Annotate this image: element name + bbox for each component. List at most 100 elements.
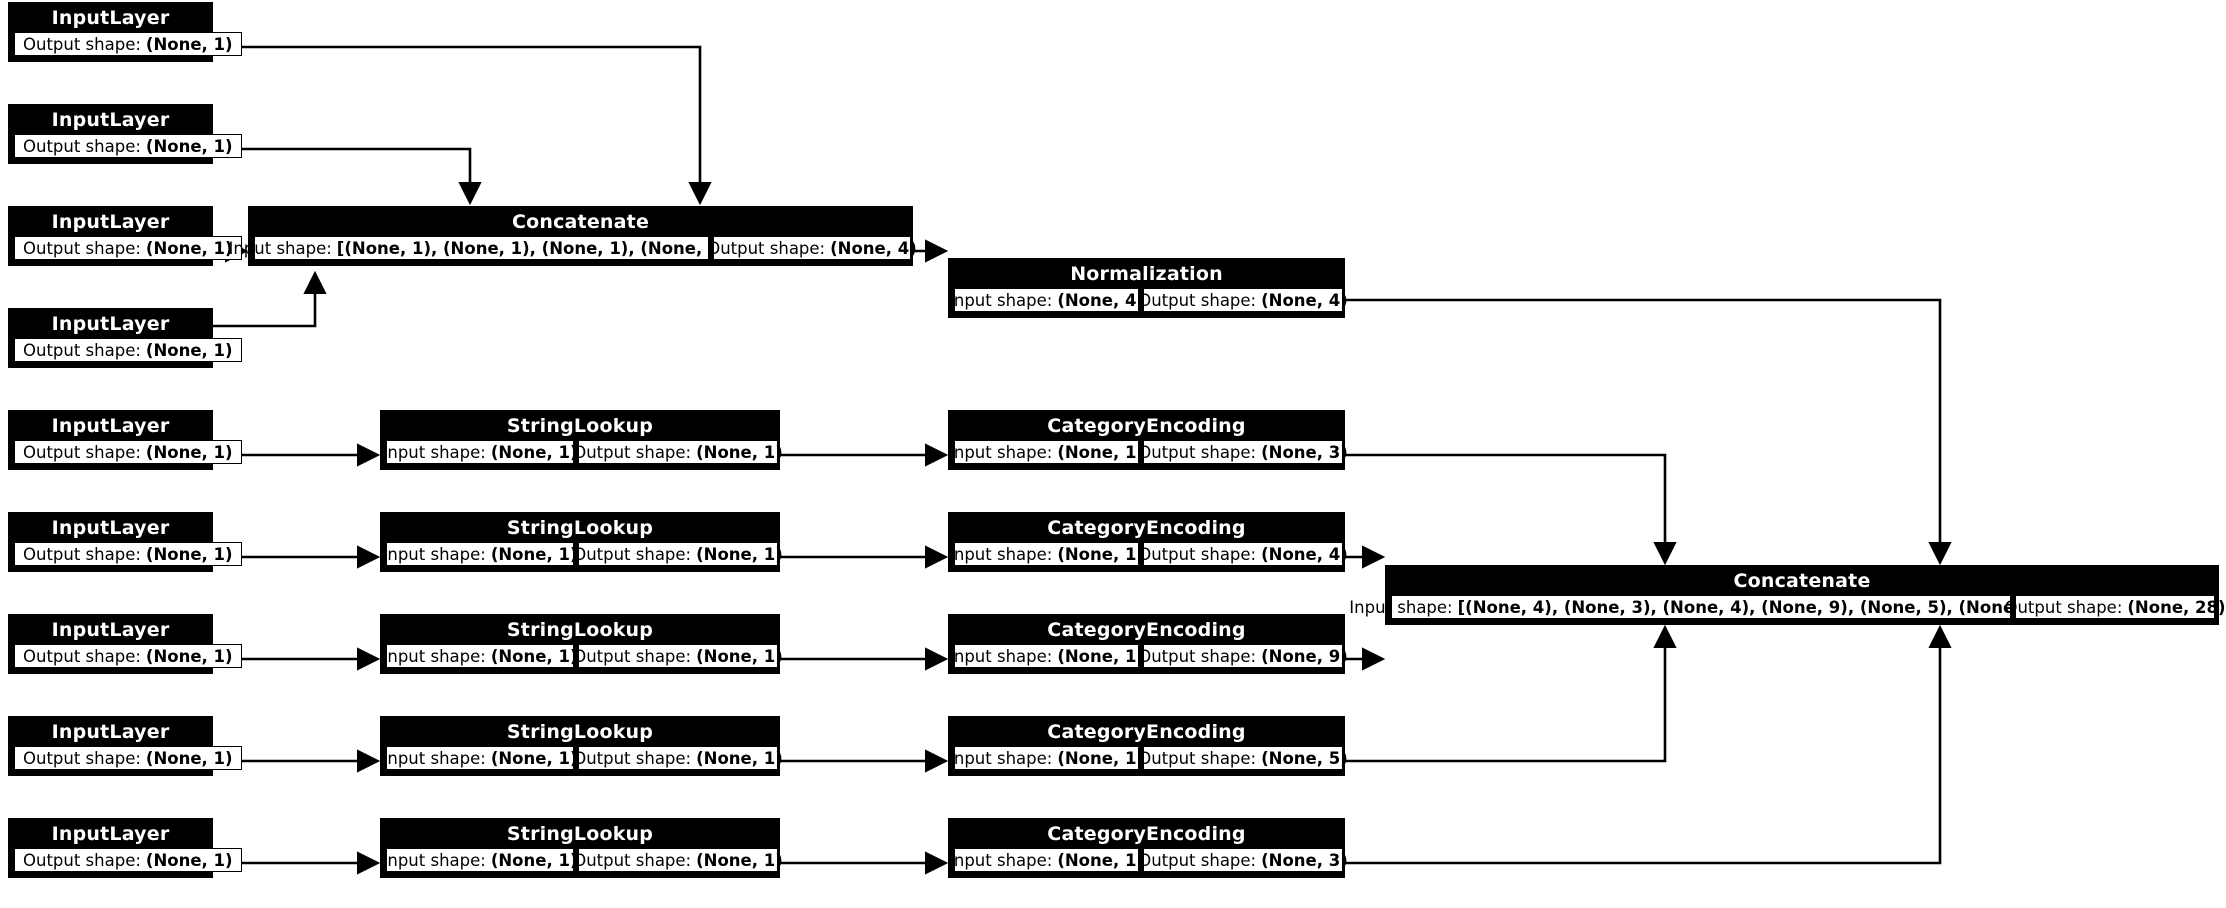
output-shape-encode_5: Output shape:(None, 3) <box>1138 848 1348 872</box>
node-shapes-concat_all: Input shape:[(None, 4), (None, 3), (None… <box>1349 595 2226 623</box>
output-shape-input_9: Output shape:(None, 1) <box>14 848 242 872</box>
input-shape-encode_4: Input shape:(None, 1) <box>949 746 1144 770</box>
output-shape-label: Output shape: <box>23 34 141 54</box>
node-shapes-input_6: Output shape:(None, 1) <box>10 542 242 570</box>
output-shape-value: (None, 1) <box>145 442 233 462</box>
output-shape-value: (None, 5) <box>1261 748 1348 768</box>
edge-encode_4-to-concat_all <box>1345 624 1677 763</box>
edge-input_2-to-concat_num <box>213 147 482 206</box>
output-shape-value: (None, 1) <box>145 748 233 768</box>
node-title-encode_2: CategoryEncoding <box>950 514 1343 542</box>
output-shape-value: (None, 1) <box>145 238 233 258</box>
node-shapes-input_4: Output shape:(None, 1) <box>10 338 242 366</box>
output-shape-normalization: Output shape:(None, 4) <box>1138 288 1348 312</box>
input-shape-lookup_1: Input shape:(None, 1) <box>383 440 578 464</box>
input-shape-value: (None, 1) <box>1057 748 1144 768</box>
output-shape-input_7: Output shape:(None, 1) <box>14 644 242 668</box>
output-shape-label: Output shape: <box>2004 597 2123 617</box>
output-shape-value: (None, 1) <box>696 748 783 768</box>
edge-encode_1-to-concat_all <box>1345 453 1677 566</box>
output-shape-encode_2: Output shape:(None, 4) <box>1138 542 1348 566</box>
node-shapes-lookup_5: Input shape:(None, 1)Output shape:(None,… <box>382 848 783 876</box>
node-shapes-input_7: Output shape:(None, 1) <box>10 644 242 672</box>
node-title-concat_all: Concatenate <box>1387 567 2217 595</box>
output-shape-label: Output shape: <box>1138 442 1257 462</box>
node-title-encode_3: CategoryEncoding <box>950 616 1343 644</box>
input-shape-value: (None, 1) <box>490 748 578 768</box>
output-shape-value: (None, 3) <box>1261 850 1348 870</box>
output-shape-lookup_2: Output shape:(None, 1) <box>573 542 783 566</box>
output-shape-label: Output shape: <box>1138 544 1257 564</box>
node-title-input_1: InputLayer <box>10 4 211 32</box>
edge-normalization-to-concat_all <box>1345 298 1952 566</box>
node-shapes-input_9: Output shape:(None, 1) <box>10 848 242 876</box>
input-shape-label: Input shape: <box>949 646 1053 666</box>
input-shape-normalization: Input shape:(None, 4) <box>949 288 1144 312</box>
output-shape-label: Output shape: <box>23 238 141 258</box>
output-shape-value: (None, 1) <box>145 340 233 360</box>
node-title-normalization: Normalization <box>950 260 1343 288</box>
node-shapes-lookup_3: Input shape:(None, 1)Output shape:(None,… <box>382 644 783 672</box>
output-shape-value: (None, 1) <box>696 850 783 870</box>
input-shape-label: Input shape: <box>949 850 1053 870</box>
output-shape-label: Output shape: <box>707 238 826 258</box>
output-shape-label: Output shape: <box>23 340 141 360</box>
node-shapes-input_1: Output shape:(None, 1) <box>10 32 242 60</box>
node-title-lookup_2: StringLookup <box>382 514 778 542</box>
output-shape-label: Output shape: <box>573 544 692 564</box>
output-shape-encode_1: Output shape:(None, 3) <box>1138 440 1348 464</box>
output-shape-label: Output shape: <box>23 136 141 156</box>
output-shape-label: Output shape: <box>573 442 692 462</box>
output-shape-encode_4: Output shape:(None, 5) <box>1138 746 1348 770</box>
output-shape-label: Output shape: <box>1138 748 1257 768</box>
edge-input_4-to-concat_num <box>213 270 327 328</box>
input-shape-value: (None, 1) <box>490 442 578 462</box>
input-shape-value: [(None, 1), (None, 1), (None, 1), (None,… <box>336 238 735 258</box>
node-title-input_4: InputLayer <box>10 310 211 338</box>
output-shape-label: Output shape: <box>23 850 141 870</box>
output-shape-label: Output shape: <box>23 646 141 666</box>
input-shape-value: (None, 1) <box>1057 544 1144 564</box>
output-shape-input_8: Output shape:(None, 1) <box>14 746 242 770</box>
input-shape-label: Input shape: <box>949 290 1053 310</box>
output-shape-label: Output shape: <box>573 850 692 870</box>
node-title-input_7: InputLayer <box>10 616 211 644</box>
input-shape-encode_3: Input shape:(None, 1) <box>949 644 1144 668</box>
output-shape-value: (None, 1) <box>145 136 233 156</box>
node-shapes-input_3: Output shape:(None, 1) <box>10 236 242 264</box>
output-shape-label: Output shape: <box>23 442 141 462</box>
node-title-concat_num: Concatenate <box>250 208 911 236</box>
node-shapes-input_2: Output shape:(None, 1) <box>10 134 242 162</box>
output-shape-value: (None, 1) <box>696 544 783 564</box>
node-title-input_9: InputLayer <box>10 820 211 848</box>
input-shape-value: (None, 1) <box>490 544 578 564</box>
output-shape-input_6: Output shape:(None, 1) <box>14 542 242 566</box>
node-title-encode_1: CategoryEncoding <box>950 412 1343 440</box>
output-shape-value: (None, 9) <box>1261 646 1348 666</box>
node-title-input_2: InputLayer <box>10 106 211 134</box>
output-shape-lookup_1: Output shape:(None, 1) <box>573 440 783 464</box>
output-shape-input_4: Output shape:(None, 1) <box>14 338 242 362</box>
